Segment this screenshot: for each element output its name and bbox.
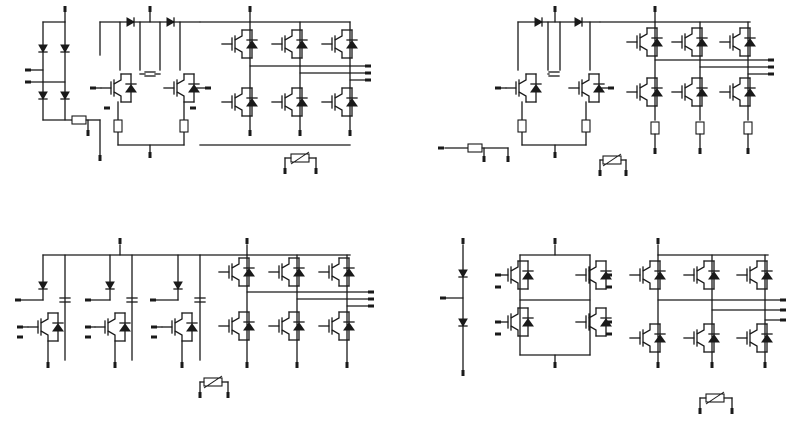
circuit-top-left: [23, 4, 373, 176]
circuit-bottom-left: [13, 236, 376, 400]
circuit-top-right: [436, 4, 776, 178]
circuit-bottom-right: [438, 236, 788, 416]
